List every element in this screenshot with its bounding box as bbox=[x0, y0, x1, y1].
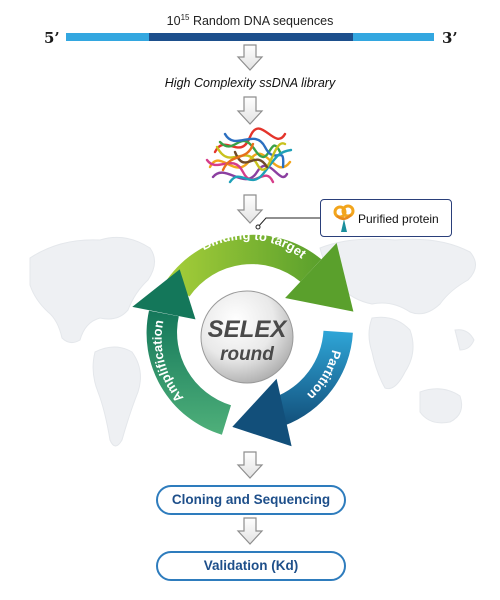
dna-title: 1015 Random DNA sequences bbox=[166, 13, 334, 29]
random-region bbox=[149, 33, 353, 41]
round-subtitle: round bbox=[220, 344, 274, 365]
down-arrow-icon bbox=[236, 96, 264, 125]
purified-protein-label: Purified protein bbox=[358, 212, 439, 226]
selex-cycle: Binding to target Partition Amplificatio… bbox=[132, 227, 354, 447]
selex-title: SELEX bbox=[208, 316, 289, 343]
down-arrow-icon bbox=[236, 451, 264, 479]
protein-icon bbox=[333, 204, 355, 232]
down-arrow-icon bbox=[236, 44, 264, 71]
ssdna-library-icon bbox=[205, 127, 293, 184]
library-label: High Complexity ssDNA library bbox=[164, 76, 336, 90]
three-prime-label: 3’ bbox=[442, 29, 458, 47]
selex-round-sphere: SELEX round bbox=[200, 290, 294, 384]
cloning-and-sequencing-box: Cloning and Sequencing bbox=[156, 485, 346, 515]
down-arrow-icon bbox=[236, 194, 264, 224]
five-prime-label: 5’ bbox=[44, 29, 60, 47]
partition-arrow bbox=[232, 330, 353, 447]
binding-to-target-arrow bbox=[166, 234, 354, 312]
down-arrow-icon bbox=[236, 517, 264, 545]
validation-box: Validation (Kd) bbox=[156, 551, 346, 581]
amplification-arrow bbox=[132, 269, 231, 435]
